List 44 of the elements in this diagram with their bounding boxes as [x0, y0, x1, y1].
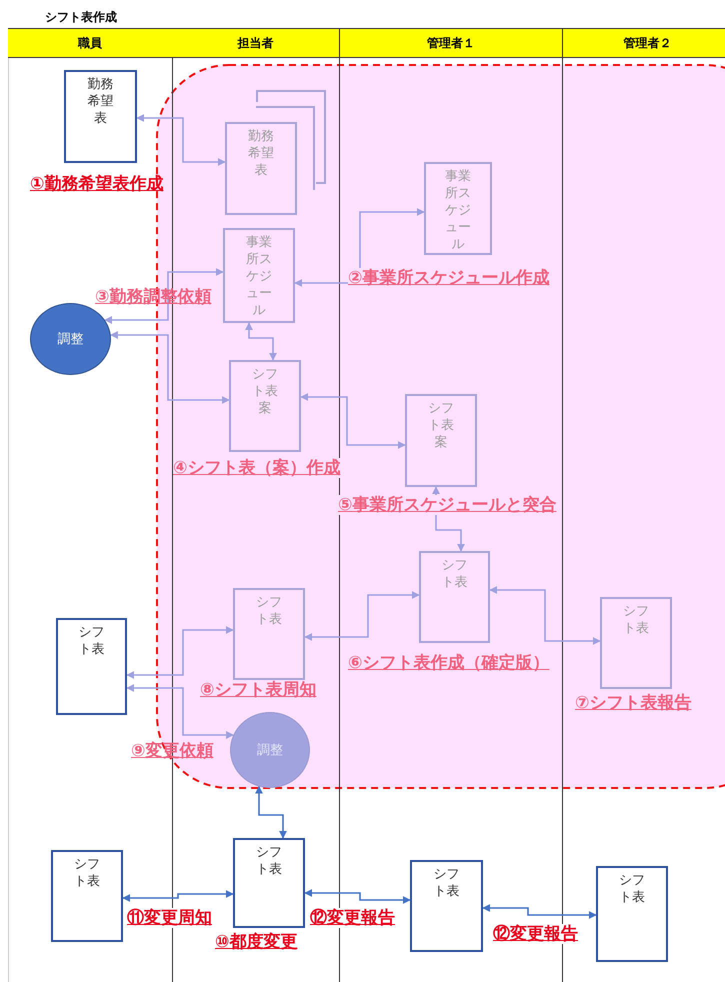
document-box: シフト表 — [600, 597, 672, 689]
arrow — [255, 786, 287, 839]
circle-node: 調整 — [30, 303, 111, 375]
arrow — [304, 591, 420, 641]
arrow — [110, 331, 230, 404]
lane-header: 管理者１ — [340, 28, 562, 58]
document-box: シフト表 — [56, 618, 127, 715]
document-box: 勤務希望表 — [225, 122, 297, 215]
step-label: ②事業所スケジュール作成 — [348, 268, 550, 288]
arrow — [122, 890, 234, 902]
step-label: ④シフト表（案）作成 — [173, 458, 340, 478]
step-label: ⑧シフト表周知 — [200, 680, 316, 700]
document-box: 勤務希望表 — [64, 70, 137, 163]
arrow — [104, 268, 224, 324]
lane-header: 管理者２ — [563, 28, 725, 58]
step-label: ⑩都度変更 — [215, 932, 298, 952]
arrow — [300, 393, 406, 449]
arrow — [482, 904, 597, 919]
step-label: ⑫変更報告 — [493, 924, 578, 944]
lane-header: 担当者 — [172, 28, 339, 58]
document-box: シフト表 — [410, 860, 483, 952]
lane-header: 職員 — [8, 28, 172, 58]
arrow — [126, 626, 234, 679]
arrow — [136, 114, 226, 166]
step-label: ⑫変更報告 — [310, 908, 395, 928]
arrow — [126, 684, 234, 739]
document-box: 事業所スケジュール — [223, 228, 295, 323]
step-label: ①勤務希望表作成 — [30, 174, 164, 194]
step-label: ⑦シフト表報告 — [575, 693, 692, 713]
document-box: シフト表案 — [229, 360, 301, 452]
title: シフト表作成 — [45, 9, 117, 26]
arrow — [304, 889, 411, 904]
step-label: ⑤事業所スケジュールと突合 — [338, 495, 556, 515]
document-box: シフト表 — [596, 866, 668, 962]
document-box: シフト表案 — [405, 394, 477, 487]
step-label: ⑪変更周知 — [127, 908, 212, 928]
arrow — [489, 586, 601, 645]
document-box: シフト表 — [233, 588, 305, 680]
document-box: シフト表 — [419, 551, 490, 643]
document-box: シフト表 — [233, 838, 305, 928]
arrow — [245, 322, 277, 361]
step-label: ⑥シフト表作成（確定版） — [348, 653, 550, 673]
document-box: 事業所スケジュール — [424, 162, 492, 255]
document-box: シフト表 — [51, 850, 123, 942]
